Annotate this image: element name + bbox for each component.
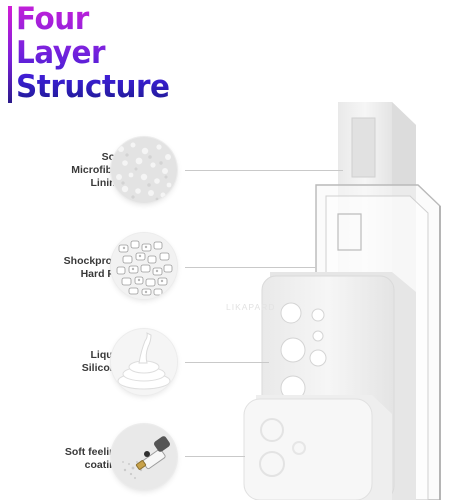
leader-line-coating: [185, 456, 245, 457]
microfiber-texture-icon: [111, 137, 177, 203]
silicone-swirl-texture-icon: [111, 329, 177, 395]
brand-watermark: LIKAPARD: [226, 302, 276, 312]
spray-nozzle-texture-icon: [111, 424, 177, 490]
leader-line-hard-pc: [185, 267, 316, 268]
soft-coating-layer: [243, 395, 392, 500]
title-accent-bar: [8, 6, 12, 103]
leader-line-microfiber: [185, 170, 343, 171]
leader-line-silicone: [185, 362, 269, 363]
pc-pellets-texture-icon: [111, 233, 177, 299]
